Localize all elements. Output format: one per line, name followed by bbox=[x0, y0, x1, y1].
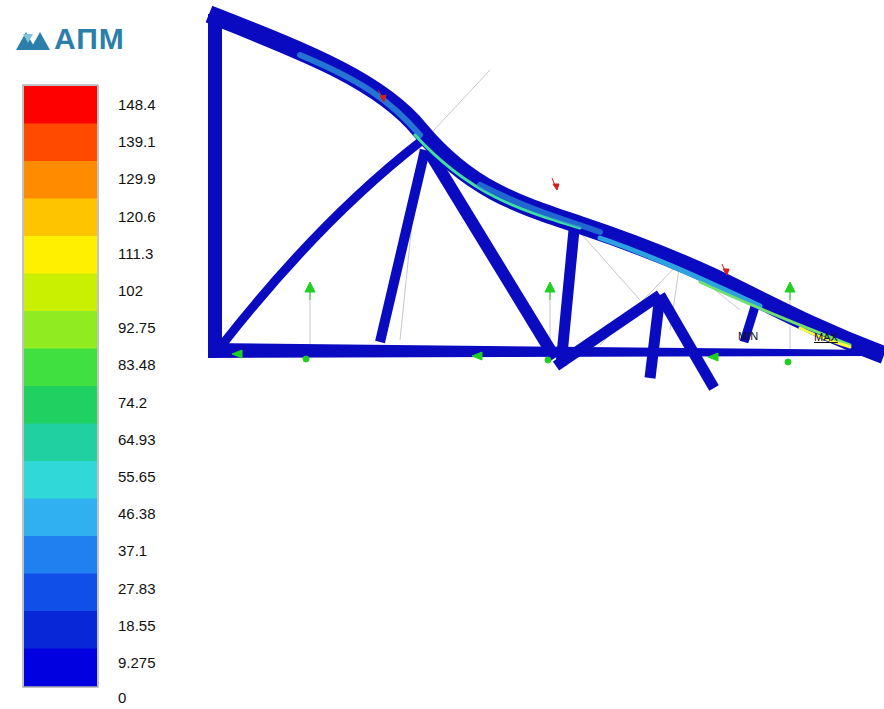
logo-icon bbox=[16, 32, 50, 50]
color-band bbox=[24, 461, 97, 499]
color-scale bbox=[24, 86, 97, 687]
scale-value: 139.1 bbox=[118, 134, 156, 149]
scale-value: 18.55 bbox=[118, 618, 156, 633]
color-band bbox=[24, 499, 97, 537]
scale-value: 120.6 bbox=[118, 209, 156, 224]
color-band bbox=[24, 199, 97, 237]
color-band bbox=[24, 386, 97, 424]
scale-value: 55.65 bbox=[118, 469, 156, 484]
color-band bbox=[24, 574, 97, 612]
scale-value: 9.275 bbox=[118, 655, 156, 670]
scale-value: 83.48 bbox=[118, 357, 156, 372]
color-band bbox=[24, 649, 97, 687]
scale-value: 37.1 bbox=[118, 543, 147, 558]
logo-text: АПМ bbox=[54, 24, 125, 54]
guide-lines bbox=[310, 70, 790, 355]
scale-value: 46.38 bbox=[118, 506, 156, 521]
scale-value: 92.75 bbox=[118, 320, 156, 335]
scale-value: 64.93 bbox=[118, 432, 156, 447]
scale-value: 0 bbox=[118, 690, 126, 705]
scale-value: 102 bbox=[118, 283, 143, 298]
support-arrows bbox=[232, 282, 795, 365]
color-band bbox=[24, 349, 97, 387]
color-band bbox=[24, 311, 97, 349]
color-band bbox=[24, 86, 97, 124]
max-marker: MAX bbox=[814, 332, 838, 343]
color-band bbox=[24, 161, 97, 199]
scale-value: 148.4 bbox=[118, 97, 156, 112]
color-band bbox=[24, 274, 97, 312]
color-band bbox=[24, 236, 97, 274]
truss bbox=[208, 14, 884, 388]
scale-value: 74.2 bbox=[118, 395, 147, 410]
stress-gradient bbox=[300, 55, 850, 347]
min-marker: MIN bbox=[738, 331, 758, 342]
load-arrows bbox=[378, 90, 729, 275]
color-scale-frame bbox=[23, 85, 98, 687]
color-band bbox=[24, 611, 97, 649]
color-band bbox=[24, 536, 97, 574]
scale-value: 111.3 bbox=[118, 246, 153, 261]
color-band bbox=[24, 124, 97, 162]
scale-value: 27.83 bbox=[118, 581, 156, 596]
color-band bbox=[24, 424, 97, 462]
scale-value: 129.9 bbox=[118, 171, 156, 186]
